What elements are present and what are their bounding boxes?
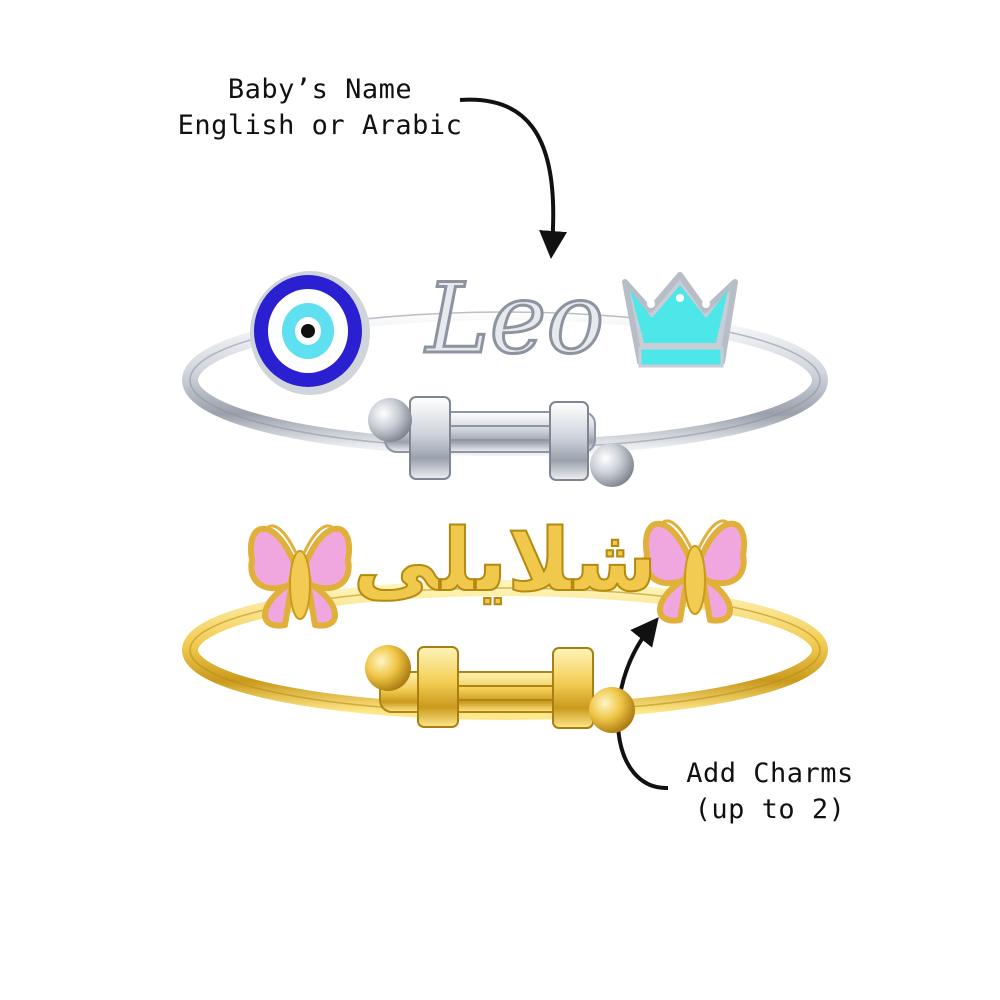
callout-baby-name: Baby’s Name English or Arabic xyxy=(160,72,480,144)
butterfly-charm-right xyxy=(642,519,748,624)
callout-baby-name-line1: Baby’s Name xyxy=(227,74,413,105)
crown-charm xyxy=(622,272,738,368)
silver-bangle: Leo xyxy=(182,262,828,487)
butterfly-charm-left xyxy=(247,524,353,629)
arrow-to-name xyxy=(459,97,568,259)
callout-add-charms: Add Charms (up to 2) xyxy=(640,756,900,828)
evil-eye-charm xyxy=(250,271,370,395)
callout-add-charms-line1: Add Charms xyxy=(686,758,854,789)
callout-baby-name-line2: English or Arabic xyxy=(177,110,463,141)
gold-name-plate: شلايلى xyxy=(353,511,657,611)
silver-name-plate: Leo xyxy=(424,263,604,375)
gold-bangle: شلايلى xyxy=(182,510,828,733)
callout-add-charms-line2: (up to 2) xyxy=(694,794,846,825)
